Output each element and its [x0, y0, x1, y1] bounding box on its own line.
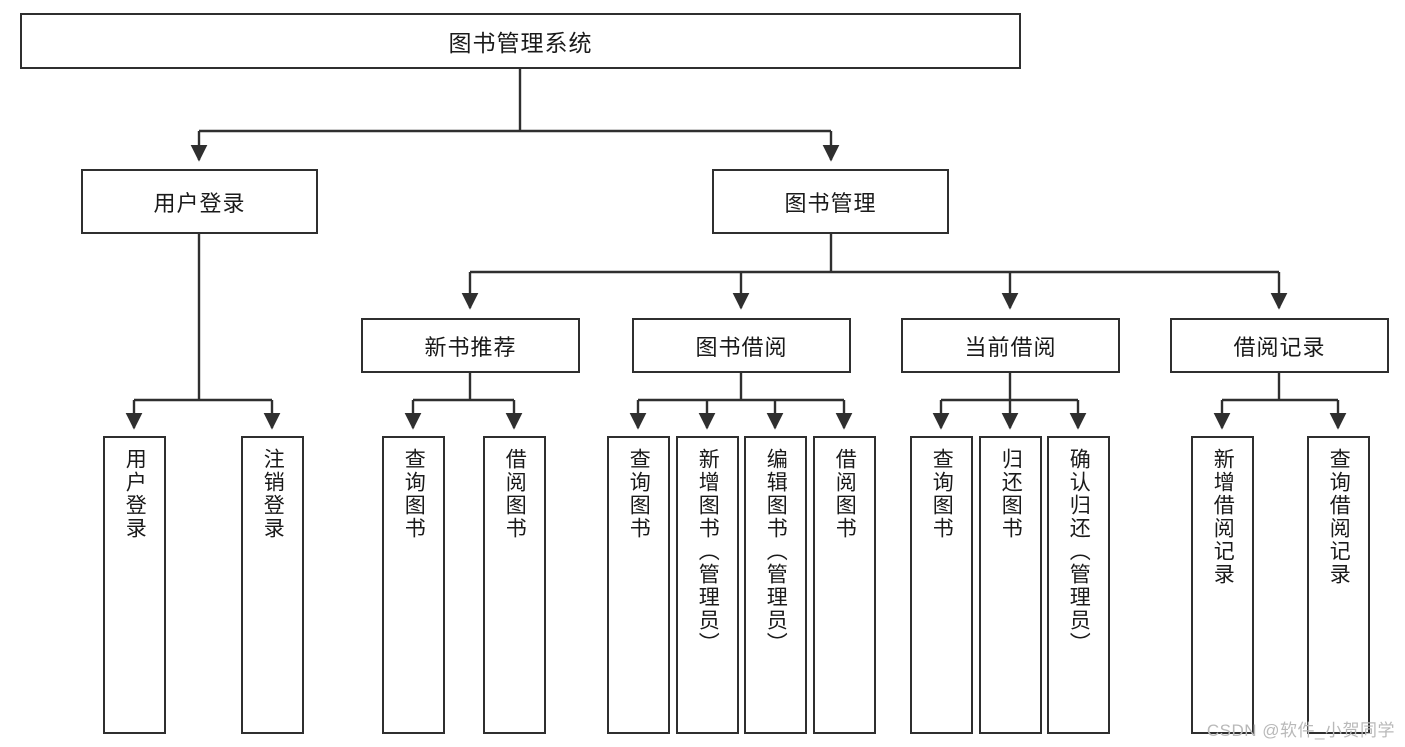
node-borrow-record-label: 借阅记录 [1233, 334, 1326, 360]
node-leaf-query-borrow-record[interactable]: 查询借阅记录 [1307, 436, 1370, 734]
node-leaf-borrow-book-2-label: 借阅图书 [833, 448, 857, 540]
node-leaf-query-borrow-record-label: 查询借阅记录 [1327, 448, 1351, 586]
node-leaf-query-book-3-label: 查询图书 [930, 448, 954, 540]
node-current-borrow[interactable]: 当前借阅 [901, 318, 1120, 373]
node-leaf-return-book[interactable]: 归还图书 [979, 436, 1042, 734]
node-new-book-recommend-label: 新书推荐 [424, 334, 517, 360]
node-leaf-user-login[interactable]: 用户登录 [103, 436, 166, 734]
node-new-book-recommend[interactable]: 新书推荐 [361, 318, 580, 373]
node-leaf-query-book-1-label: 查询图书 [402, 448, 426, 540]
node-leaf-borrow-book-2[interactable]: 借阅图书 [813, 436, 876, 734]
node-root-system[interactable]: 图书管理系统 [20, 13, 1021, 69]
node-leaf-borrow-book-1-label: 借阅图书 [503, 448, 527, 540]
node-leaf-add-book-admin[interactable]: 新增图书（管理员） [676, 436, 739, 734]
node-leaf-add-borrow-record[interactable]: 新增借阅记录 [1191, 436, 1254, 734]
node-leaf-edit-book-admin[interactable]: 编辑图书（管理员） [744, 436, 807, 734]
node-root-system-label: 图书管理系统 [448, 30, 593, 56]
node-leaf-add-book-admin-label: 新增图书（管理员） [696, 448, 720, 655]
node-book-management[interactable]: 图书管理 [712, 169, 949, 234]
node-leaf-query-book-3[interactable]: 查询图书 [910, 436, 973, 734]
node-leaf-return-book-label: 归还图书 [999, 448, 1023, 540]
node-leaf-borrow-book-1[interactable]: 借阅图书 [483, 436, 546, 734]
node-leaf-confirm-return-admin[interactable]: 确认归还（管理员） [1047, 436, 1110, 734]
node-user-login-label: 用户登录 [153, 190, 246, 216]
node-leaf-query-book-1[interactable]: 查询图书 [382, 436, 445, 734]
node-leaf-user-login-label: 用户登录 [123, 448, 147, 540]
node-leaf-edit-book-admin-label: 编辑图书（管理员） [764, 448, 788, 655]
node-book-borrow[interactable]: 图书借阅 [632, 318, 851, 373]
node-borrow-record[interactable]: 借阅记录 [1170, 318, 1389, 373]
node-leaf-query-book-2-label: 查询图书 [627, 448, 651, 540]
node-book-management-label: 图书管理 [784, 190, 877, 216]
csdn-watermark: CSDN @软件_小贺同学 [1206, 721, 1395, 740]
node-leaf-logout-label: 注销登录 [261, 448, 285, 540]
node-leaf-logout[interactable]: 注销登录 [241, 436, 304, 734]
node-user-login[interactable]: 用户登录 [81, 169, 318, 234]
node-current-borrow-label: 当前借阅 [964, 334, 1057, 360]
node-leaf-add-borrow-record-label: 新增借阅记录 [1211, 448, 1235, 586]
node-leaf-query-book-2[interactable]: 查询图书 [607, 436, 670, 734]
node-book-borrow-label: 图书借阅 [695, 334, 788, 360]
node-leaf-confirm-return-admin-label: 确认归还（管理员） [1067, 448, 1091, 655]
